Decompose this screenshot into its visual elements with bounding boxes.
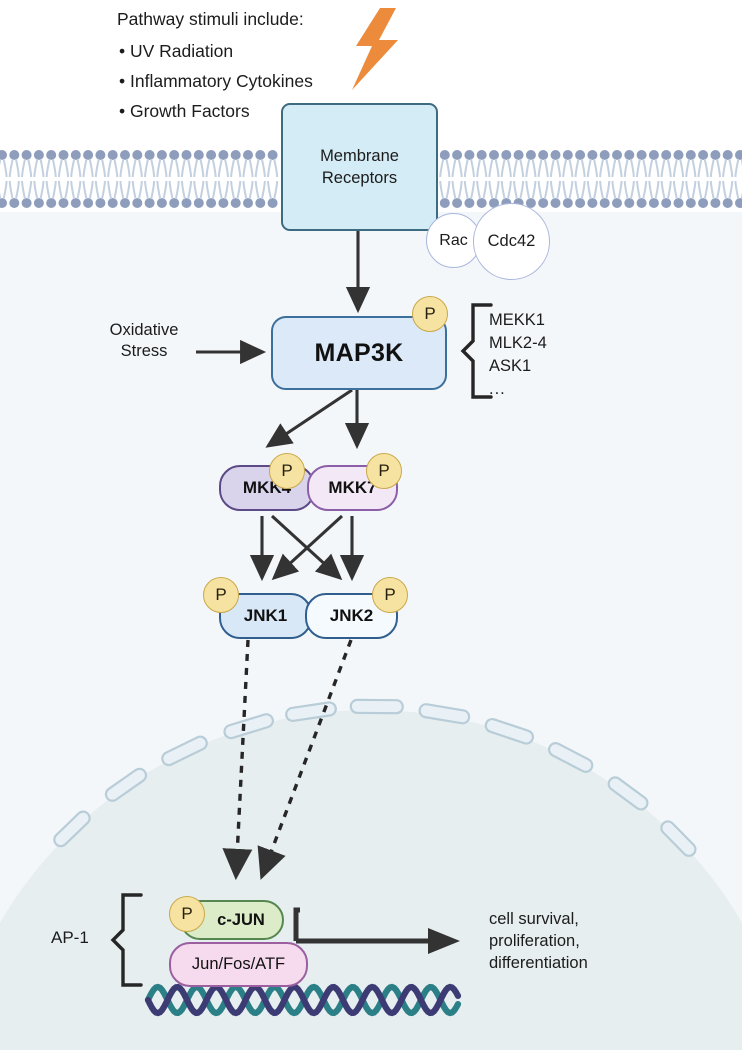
arrow-mkk7-to-jnk1 [271, 514, 344, 581]
oxidative-stress-label: Oxidative Stress [96, 320, 192, 362]
rac-label: Rac [439, 231, 468, 249]
ap1-label: AP-1 [51, 928, 89, 947]
outcome-label: cell survival, proliferation, differenti… [489, 908, 719, 974]
outcome-line1: cell survival, [489, 910, 579, 928]
map3k-members-brace [460, 303, 493, 399]
dna-helix [144, 983, 462, 1017]
phospho-badge-cjun: P [169, 896, 205, 932]
jnk2-label: JNK2 [329, 606, 374, 625]
oxidative-stress-line1: Oxidative [109, 321, 179, 339]
cjun-label: c-JUN [217, 910, 265, 929]
map3k-node[interactable]: MAP3K [271, 316, 447, 390]
map3k-member-ask1: ASK1 [489, 357, 532, 375]
stimuli-heading: Pathway stimuli include: [117, 9, 304, 29]
mkk7-label: MKK7 [328, 478, 377, 497]
phospho-badge-jnk2: P [372, 577, 408, 613]
stimuli-item-growth-factors: • Growth Factors [119, 101, 250, 121]
map3k-members-list: MEKK1 MLK2-4 ASK1 ... [489, 309, 547, 401]
cdc42-node[interactable]: Cdc42 [473, 203, 550, 280]
outcome-line3: differentiation [489, 954, 588, 972]
map3k-member-ellipsis: ... [489, 380, 506, 398]
arrow-jnk2-to-nucleus [257, 639, 353, 880]
signal-arrows [196, 229, 371, 582]
arrow-map3k-to-mkk4 [265, 388, 353, 448]
receptor-label-line2: Receptors [321, 169, 398, 187]
ap1-brace [110, 893, 143, 987]
stimuli-item-cytokines: • Inflammatory Cytokines [119, 71, 313, 91]
outcome-line2: proliferation, [489, 932, 580, 950]
receptor-label-line1: Membrane [320, 147, 399, 165]
arrow-transcription-output [293, 907, 460, 954]
oxidative-stress-line2: Stress [120, 342, 168, 360]
phospho-badge-jnk1: P [203, 577, 239, 613]
arrow-jnk1-to-nucleus [222, 639, 253, 881]
nuclear-pores [53, 698, 697, 857]
map3k-label: MAP3K [314, 338, 404, 367]
cdc42-label: Cdc42 [487, 232, 536, 250]
jun-fos-atf-node[interactable]: Jun/Fos/ATF [169, 942, 308, 987]
phospho-badge-mkk7: P [366, 453, 402, 489]
nucleus [0, 698, 742, 1050]
stimuli-item-uv: • UV Radiation [119, 41, 234, 61]
phospho-badge-map3k: P [412, 296, 448, 332]
stimuli-list: Pathway stimuli include: • UV Radiation … [117, 4, 377, 126]
phospho-badge-mkk4: P [269, 453, 305, 489]
map3k-member-mekk1: MEKK1 [489, 311, 545, 329]
jun-fos-atf-label: Jun/Fos/ATF [191, 955, 286, 973]
membrane-receptors-node[interactable]: Membrane Receptors [281, 103, 438, 231]
lightning-bolt-icon [352, 8, 398, 90]
map3k-member-mlk24: MLK2-4 [489, 334, 547, 352]
nuclear-translocation-arrows [222, 639, 353, 881]
arrow-mkk4-to-jnk2 [270, 514, 343, 581]
jnk1-label: JNK1 [243, 606, 288, 625]
